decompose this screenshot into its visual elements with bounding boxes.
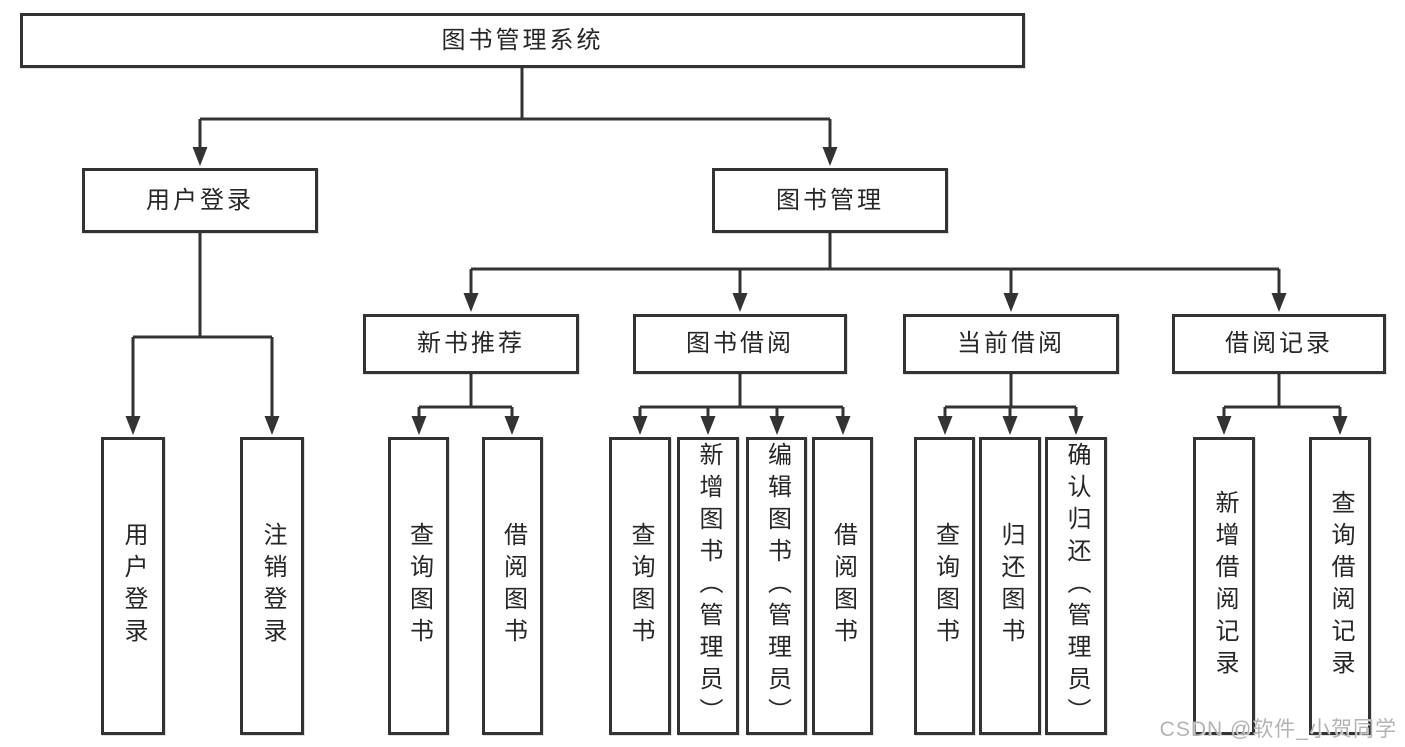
arrowhead <box>1216 416 1232 435</box>
arrowhead <box>937 416 953 435</box>
arrowhead <box>769 416 785 435</box>
leaf-return-books: 归还图书 <box>979 437 1041 735</box>
arrowhead <box>125 416 141 435</box>
arrowhead <box>463 293 479 312</box>
node-label: 借阅记录 <box>1225 330 1333 357</box>
arrowhead <box>411 416 427 435</box>
leaf-query-books-2: 查询图书 <box>609 437 671 735</box>
node-borrowing-records: 借阅记录 <box>1172 314 1386 374</box>
node-label: 图书借阅 <box>686 330 794 357</box>
node-label: 查询图书 <box>931 522 959 650</box>
node-label: 图书管理 <box>776 186 884 214</box>
node-label: 当前借阅 <box>957 330 1065 357</box>
arrowheads <box>125 147 1348 435</box>
node-label: 查询图书 <box>405 522 433 650</box>
arrowhead <box>632 416 648 435</box>
node-book-borrowing: 图书借阅 <box>633 314 847 374</box>
node-label: 编辑图书（管理员） <box>763 442 791 730</box>
leaf-query-books-3: 查询图书 <box>914 437 975 735</box>
leaf-add-borrow-record: 新增借阅记录 <box>1193 437 1255 735</box>
node-label: 用户登录 <box>146 186 254 214</box>
leaf-query-borrow-record: 查询借阅记录 <box>1309 437 1371 735</box>
node-label: 确认归还（管理员） <box>1063 442 1090 730</box>
node-current-borrowing: 当前借阅 <box>903 314 1119 374</box>
arrowhead <box>822 147 838 166</box>
node-user-login: 用户登录 <box>82 168 318 233</box>
arrowhead <box>835 416 851 435</box>
watermark: CSDN @软件_小贺同学 <box>1159 718 1397 741</box>
arrowhead <box>1003 293 1019 312</box>
node-label: 新书推荐 <box>417 330 525 357</box>
node-label: 借阅图书 <box>829 522 857 650</box>
leaf-add-book-admin: 新增图书（管理员） <box>677 437 739 735</box>
node-book-management: 图书管理 <box>712 168 948 233</box>
node-label: 归还图书 <box>997 522 1024 650</box>
node-label: 新增图书（管理员） <box>695 442 722 730</box>
node-new-book-recommend: 新书推荐 <box>363 314 579 374</box>
node-label: 用户登录 <box>120 522 147 650</box>
arrowhead <box>732 293 748 312</box>
arrowhead <box>1068 416 1084 435</box>
arrowhead <box>264 416 280 435</box>
arrowhead <box>192 147 208 166</box>
leaf-confirm-return-admin: 确认归还（管理员） <box>1045 437 1107 735</box>
node-label: 借阅图书 <box>499 522 527 650</box>
leaf-borrow-books-1: 借阅图书 <box>482 437 543 735</box>
node-system-root: 图书管理系统 <box>20 13 1025 68</box>
arrowhead <box>1271 293 1287 312</box>
node-label: 查询借阅记录 <box>1327 490 1354 682</box>
leaf-edit-book-admin: 编辑图书（管理员） <box>746 437 807 735</box>
arrowhead <box>700 416 716 435</box>
arrowhead <box>504 416 520 435</box>
node-label: 图书管理系统 <box>441 26 604 54</box>
node-label: 注销登录 <box>259 522 286 650</box>
node-label: 新增借阅记录 <box>1211 490 1238 682</box>
connector-lines <box>131 68 1342 423</box>
node-label: 查询图书 <box>627 522 654 650</box>
leaf-user-login: 用户登录 <box>101 437 165 735</box>
arrowhead <box>1332 416 1348 435</box>
leaf-logout: 注销登录 <box>240 437 304 735</box>
leaf-borrow-books-2: 借阅图书 <box>812 437 873 735</box>
leaf-query-books-1: 查询图书 <box>388 437 449 735</box>
arrowhead <box>1002 416 1018 435</box>
